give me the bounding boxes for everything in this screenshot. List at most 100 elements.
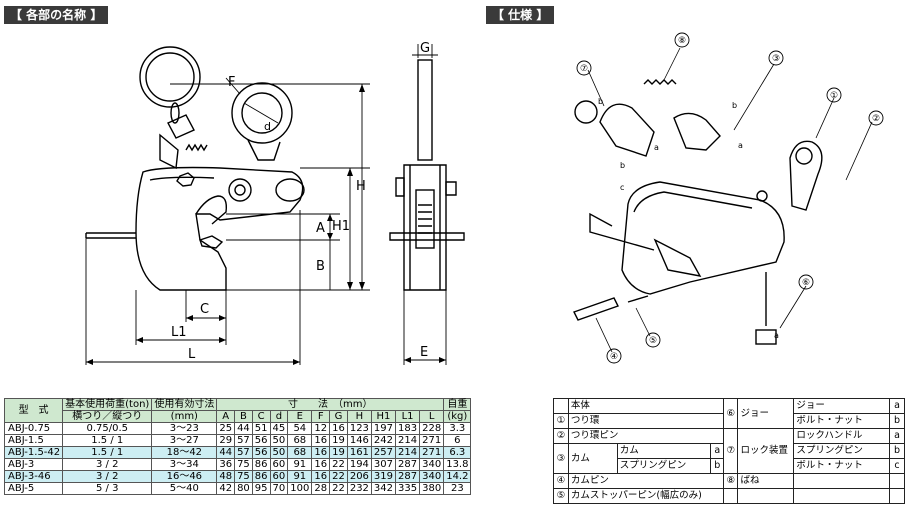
- cell-dim: 48: [216, 470, 236, 483]
- part-cam-sub: カム: [616, 443, 712, 459]
- cell-dim: 54: [287, 422, 313, 435]
- cell-dim: 91: [287, 470, 313, 483]
- cell-dim: 287: [395, 470, 421, 483]
- part-lock-bolt: ボルト・ナット: [793, 458, 891, 474]
- cell-dim: 36: [216, 458, 236, 471]
- cell-dim: 22: [329, 458, 348, 471]
- label-L: L: [188, 347, 196, 362]
- header-range: 使用有効寸法: [151, 398, 218, 411]
- part-cam-sub-letter: a: [710, 443, 725, 459]
- header-dim-E: E: [287, 410, 313, 423]
- cell-dim: 340: [419, 470, 445, 483]
- cell-dim: 257: [370, 446, 397, 459]
- part-cam: カム: [567, 443, 618, 474]
- cell-weight: 14.2: [443, 470, 472, 483]
- cell-dim: 29: [216, 434, 236, 447]
- cell-dim: 16: [311, 434, 331, 447]
- cell-model: ABJ-3: [3, 458, 64, 471]
- cell-dim: 16: [311, 458, 331, 471]
- cell-dim: 28: [311, 482, 331, 495]
- cell-dim: 80: [234, 482, 253, 495]
- parts-blank-4: [737, 488, 795, 504]
- cell-dim: 271: [419, 434, 445, 447]
- cell-dim: 271: [419, 446, 445, 459]
- cell-dim: 228: [419, 422, 445, 435]
- cell-dim: 42: [216, 482, 236, 495]
- part-jaw-bolt-letter: b: [889, 413, 905, 429]
- cell-dim: 206: [346, 470, 372, 483]
- callout-1: ①: [830, 91, 838, 101]
- cell-dim: 68: [287, 434, 313, 447]
- cell-dim: 12: [311, 422, 331, 435]
- cell-dim: 123: [346, 422, 372, 435]
- cell-dim: 86: [251, 470, 271, 483]
- label-B: B: [316, 259, 325, 274]
- header-dim-C: C: [251, 410, 271, 423]
- cell-dim: 232: [346, 482, 372, 495]
- cell-dim: 44: [234, 422, 253, 435]
- callout-8: ⑧: [678, 36, 686, 46]
- header-dim-L: L: [419, 410, 445, 423]
- parts-num-blank: [553, 398, 569, 414]
- cell-dim: 19: [329, 434, 348, 447]
- cell-model: ABJ-1.5-42: [3, 446, 64, 459]
- letter-a-3: a: [774, 331, 779, 340]
- cell-dim: 287: [395, 458, 421, 471]
- cell-dim: 50: [269, 446, 289, 459]
- side-view-drawing: [389, 59, 465, 291]
- cell-dim: 342: [370, 482, 397, 495]
- cell-dim: 380: [419, 482, 445, 495]
- letter-c: c: [620, 183, 624, 192]
- label-A: A: [316, 221, 325, 236]
- part-num-4: ④: [553, 473, 569, 489]
- cell-dim: 307: [370, 458, 397, 471]
- cell-model: ABJ-3-46: [3, 470, 64, 483]
- part-jaw-sub: ジョー: [793, 398, 891, 414]
- cell-range: 3～27: [151, 434, 218, 447]
- part-cam-pin: カムピン: [567, 473, 725, 489]
- part-lock-bolt-letter: c: [889, 458, 905, 474]
- cell-dim: 16: [311, 446, 331, 459]
- cell-weight: 6: [443, 434, 472, 447]
- callout-2: ②: [872, 114, 880, 124]
- cell-load: 3 / 2: [62, 458, 153, 471]
- part-num-8: ⑧: [723, 473, 739, 489]
- part-num-2: ②: [553, 428, 569, 444]
- header-range-sub: (mm): [151, 410, 218, 423]
- label-d: d: [264, 120, 271, 133]
- cell-dim: 146: [346, 434, 372, 447]
- cell-dim: 214: [395, 446, 421, 459]
- part-num-3: ③: [553, 443, 569, 474]
- part-num-6: ⑥: [723, 398, 739, 429]
- parts-blank-2: [889, 473, 905, 489]
- cell-weight: 13.8: [443, 458, 472, 471]
- cell-range: 5～40: [151, 482, 218, 495]
- cell-dim: 75: [234, 458, 253, 471]
- label-E: E: [420, 345, 428, 360]
- cell-dim: 75: [234, 470, 253, 483]
- section-title-specs: 【 仕様 】: [486, 6, 555, 24]
- parts-blank-6: [889, 488, 905, 504]
- cell-dim: 44: [216, 446, 236, 459]
- cell-dim: 335: [395, 482, 421, 495]
- header-load: 基本使用荷重(ton): [62, 398, 153, 411]
- cell-model: ABJ-1.5: [3, 434, 64, 447]
- parts-blank-3: [723, 488, 739, 504]
- cell-weight: 6.3: [443, 446, 472, 459]
- technical-drawings: F d G H H1 A B C L1 L E ⑧ ⑦ ③ ① ② ④ ⑤ ⑥ …: [85, 32, 884, 365]
- cell-dim: 161: [346, 446, 372, 459]
- cell-load: 1.5 / 1: [62, 434, 153, 447]
- header-dim-F: F: [311, 410, 331, 423]
- cell-dim: 50: [269, 434, 289, 447]
- cell-load: 3 / 2: [62, 470, 153, 483]
- header-dims: 寸 法 （mm）: [216, 398, 445, 411]
- cell-range: 3～23: [151, 422, 218, 435]
- cell-dim: 197: [370, 422, 397, 435]
- label-H: H: [356, 179, 366, 194]
- spec-table: 型 式 基本使用荷重(ton) 使用有効寸法 寸 法 （mm） 自重 横つり／縦…: [3, 398, 472, 495]
- cell-dim: 91: [287, 458, 313, 471]
